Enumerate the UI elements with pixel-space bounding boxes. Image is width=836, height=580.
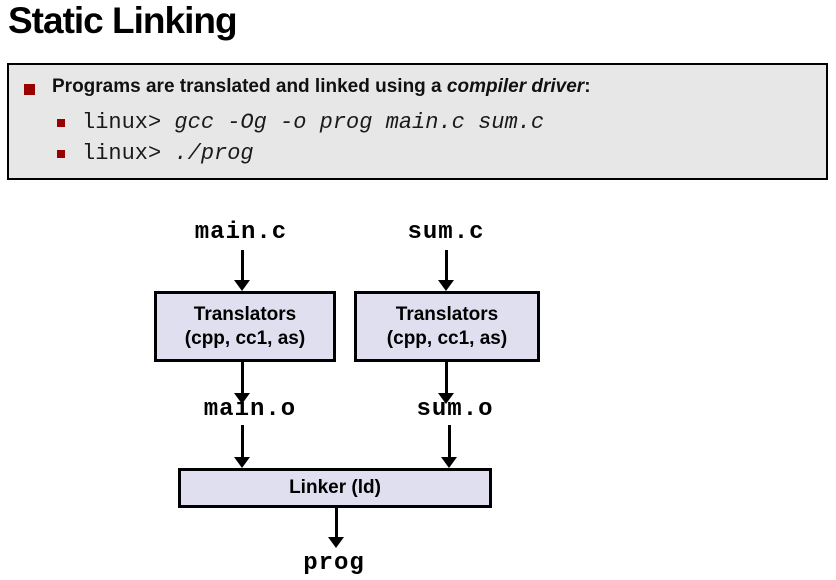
- bullet-text-prefix: Programs are translated and linked using…: [52, 76, 447, 97]
- sub-bullet-icon: [57, 150, 65, 158]
- arrow-shaft: [444, 250, 448, 280]
- arrow-shaft: [447, 425, 451, 457]
- output-file-label-prog: prog: [303, 550, 365, 577]
- sub-bullet-icon: [57, 119, 65, 127]
- shell-command: ./prog: [174, 141, 254, 166]
- arrow-shaft: [240, 425, 244, 457]
- arrow-shaft: [444, 362, 448, 393]
- translator-box-sum: Translators (cpp, cc1, as): [354, 291, 540, 362]
- page-title: Static Linking: [8, 0, 238, 41]
- translator-box-title: Translators: [193, 303, 297, 325]
- arrow-shaft: [240, 362, 244, 393]
- command-line-2: linux> ./prog: [82, 141, 254, 166]
- shell-prompt: linux>: [82, 141, 175, 166]
- object-file-label-main-o: main.o: [203, 396, 297, 423]
- source-file-label-sum-c: sum.c: [407, 219, 485, 246]
- bullet-text-emphasis: compiler driver: [446, 76, 585, 97]
- bullet-text-suffix: :: [584, 76, 591, 97]
- arrow-translator-to-sum-o: [438, 362, 454, 404]
- linker-box: Linker (ld): [178, 468, 492, 508]
- bullet-icon: [24, 84, 35, 95]
- arrow-sum-c-to-translator: [438, 250, 454, 291]
- arrow-main-c-to-translator: [234, 250, 250, 291]
- arrow-translator-to-main-o: [234, 362, 250, 404]
- translator-box-subtitle: (cpp, cc1, as): [386, 327, 508, 349]
- arrow-sum-o-to-linker: [441, 425, 457, 468]
- arrow-shaft: [240, 250, 244, 280]
- arrow-head-icon: [234, 457, 250, 468]
- command-line-1: linux> gcc -Og -o prog main.c sum.c: [82, 110, 544, 135]
- object-file-label-sum-o: sum.o: [416, 396, 494, 423]
- shell-command: gcc -Og -o prog main.c sum.c: [174, 110, 545, 135]
- arrow-linker-to-prog: [328, 508, 344, 548]
- shell-prompt: linux>: [82, 110, 175, 135]
- translator-box-main: Translators (cpp, cc1, as): [154, 291, 336, 362]
- translator-box-subtitle: (cpp, cc1, as): [184, 327, 306, 349]
- arrow-main-o-to-linker: [234, 425, 250, 468]
- linker-box-label: Linker (ld): [289, 477, 381, 499]
- source-file-label-main-c: main.c: [194, 219, 288, 246]
- bullet-text: Programs are translated and linked using…: [52, 76, 591, 98]
- arrow-head-icon: [234, 393, 250, 404]
- arrow-head-icon: [441, 457, 457, 468]
- bullet-box: Programs are translated and linked using…: [7, 63, 828, 180]
- translator-box-title: Translators: [395, 303, 499, 325]
- arrow-head-icon: [234, 280, 250, 291]
- arrow-head-icon: [438, 393, 454, 404]
- arrow-shaft: [334, 508, 338, 537]
- arrow-head-icon: [438, 280, 454, 291]
- arrow-head-icon: [328, 537, 344, 548]
